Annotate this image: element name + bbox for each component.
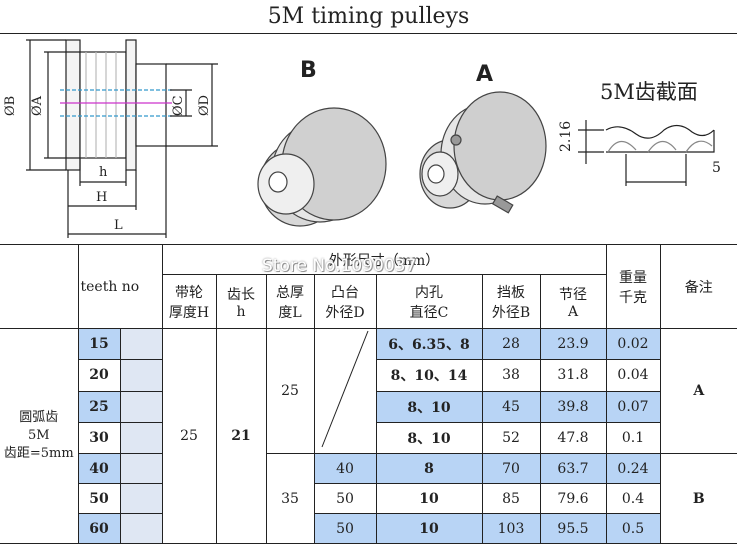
dim-l-label: L — [114, 218, 123, 233]
diagonal-slash — [321, 330, 369, 448]
blurred-cell — [119, 453, 163, 484]
teeth-cell: 40 — [77, 453, 121, 484]
bore-cell: 6、6.35、8 — [375, 327, 483, 361]
type-label-2: 5M — [27, 428, 50, 443]
weight-cell: 0.07 — [605, 390, 661, 423]
boss-dia-header: 凸台 外径D — [313, 274, 377, 329]
dim-b-label: ØB — [3, 96, 18, 116]
blank-header-cell — [0, 244, 79, 329]
weight-cell: 0.5 — [605, 513, 661, 544]
type-label-1: 圆弧齿 — [19, 410, 59, 425]
dim-d-label: ØD — [197, 95, 212, 116]
weight-cell: 0.1 — [605, 421, 661, 455]
bore-cell: 8、10、14 — [375, 359, 483, 392]
teeth-cell: 60 — [77, 513, 121, 544]
tooth-length-header: 齿长 h — [215, 274, 267, 329]
flange-cell: 28 — [481, 327, 541, 361]
dim-a-label: ØA — [30, 95, 45, 116]
belt-width-header: 带轮 厚度H — [161, 274, 217, 329]
teeth-cell: 20 — [77, 359, 121, 392]
profile-pitch-label: 5 — [712, 160, 721, 176]
bore-cell: 8、10 — [375, 390, 483, 423]
pulley-a-label: A — [476, 62, 494, 87]
table-row: 圆弧齿 5M 齿距=5mm 15 25 21 25 6、6.35、8 28 23… — [0, 327, 737, 544]
type-label-3: 齿距=5mm — [3, 446, 74, 461]
flange-cell: 70 — [481, 453, 541, 484]
dim-h-big-label: H — [96, 190, 107, 205]
technical-drawing: ØB ØA ØC ØD h H L — [0, 34, 737, 244]
teeth-cell: 50 — [77, 483, 121, 514]
pulley-b-label: B — [300, 58, 317, 83]
spec-table: teeth no 外形尺寸（mm） 重量 千克 备注 带轮 厚度H 齿长 h 总… — [0, 244, 737, 544]
dim-h-small-label: h — [99, 165, 108, 180]
pulley-a-illustration — [419, 91, 547, 214]
weight-cell: 0.02 — [605, 327, 661, 361]
group-header: 外形尺寸（mm） — [161, 244, 607, 275]
weight-header: 重量 千克 — [605, 244, 661, 329]
pulley-b-illustration — [257, 107, 387, 227]
blurred-cell — [119, 327, 163, 361]
note-b-cell: B — [659, 453, 737, 544]
blurred-cell — [119, 421, 163, 455]
flange-cell: 38 — [481, 359, 541, 392]
bore-cell: 10 — [375, 513, 483, 544]
bore-cell: 10 — [375, 483, 483, 514]
tooth-length-cell: 21 — [215, 328, 267, 544]
total-length-b-cell: 35 — [265, 453, 315, 544]
weight-cell: 0.4 — [605, 483, 661, 514]
pitch-header: 节径 A — [539, 274, 607, 329]
profile-labels: 2.16 5 — [558, 121, 721, 176]
pitch-cell: 63.7 — [539, 453, 607, 484]
flange-cell: 45 — [481, 390, 541, 423]
bore-cell: 8、10 — [375, 421, 483, 455]
table-row: 50 50 10 85 79.6 0.4 — [0, 483, 737, 514]
profile-depth-label: 2.16 — [558, 121, 574, 152]
table-row: 40 35 40 8 70 63.7 0.24 B — [0, 453, 737, 544]
total-length-a-cell: 25 — [265, 328, 315, 454]
pitch-cell: 39.8 — [539, 390, 607, 423]
boss-na-cell — [313, 328, 377, 454]
pitch-cell: 95.5 — [539, 513, 607, 544]
flange-cell: 52 — [481, 421, 541, 455]
weight-cell: 0.24 — [605, 453, 661, 484]
bore-header: 内孔 直径C — [375, 274, 483, 329]
teeth-cell: 25 — [77, 390, 121, 423]
type-cell: 圆弧齿 5M 齿距=5mm — [0, 328, 79, 544]
side-dim-labels: ØB ØA ØC ØD h H L — [3, 95, 212, 233]
blurred-cell — [119, 513, 163, 544]
teeth-header: teeth no — [77, 244, 163, 329]
table-row: 30 8、10 52 47.8 0.1 — [0, 421, 737, 455]
pitch-cell: 23.9 — [539, 327, 607, 361]
table-row: 60 50 10 103 95.5 0.5 — [0, 513, 737, 544]
belt-width-cell: 25 — [161, 328, 217, 544]
dim-c-label: ØC — [171, 95, 186, 116]
pulley-drawings: ØB ØA ØC ØD h H L — [3, 39, 721, 238]
blurred-cell — [119, 359, 163, 392]
tooth-profile — [578, 120, 715, 186]
flange-cell: 85 — [481, 483, 541, 514]
table-row: 20 8、10、14 38 31.8 0.04 — [0, 359, 737, 392]
weight-cell: 0.04 — [605, 359, 661, 392]
flange-cell: 103 — [481, 513, 541, 544]
flange-header: 挡板 外径B — [481, 274, 541, 329]
teeth-cell: 30 — [77, 421, 121, 455]
pitch-cell: 79.6 — [539, 483, 607, 514]
note-header: 备注 — [659, 244, 737, 329]
pitch-cell: 47.8 — [539, 421, 607, 455]
title-text: 5M timing pulleys — [267, 4, 470, 29]
boss-cell: 50 — [313, 483, 377, 514]
page-title: 5M timing pulleys — [0, 0, 737, 34]
side-section-view — [26, 39, 218, 238]
boss-cell: 50 — [313, 513, 377, 544]
blurred-cell — [119, 390, 163, 423]
teeth-cell: 15 — [77, 327, 121, 361]
boss-cell: 40 — [313, 453, 377, 484]
note-a-cell: A — [659, 328, 737, 454]
pitch-cell: 31.8 — [539, 359, 607, 392]
profile-title: 5M齿截面 — [600, 80, 698, 104]
bore-cell: 8 — [375, 453, 483, 484]
total-length-header: 总厚 度L — [265, 274, 315, 329]
blurred-cell — [119, 483, 163, 514]
